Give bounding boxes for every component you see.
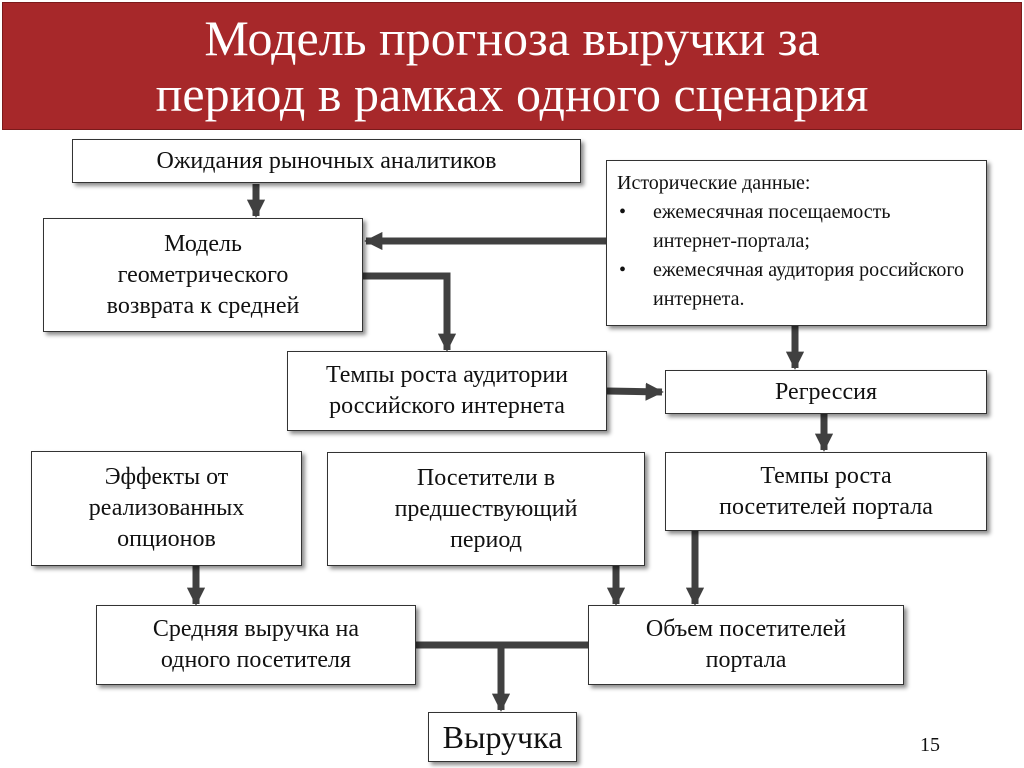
box-line: предшествующий bbox=[394, 495, 578, 522]
title-bar: Модель прогноза выручки за период в рамк… bbox=[2, 2, 1022, 130]
portal-visitor-growth-box: Темпы роста посетителей портала bbox=[665, 452, 987, 531]
historical-heading: Исторические данные: bbox=[617, 172, 811, 194]
box-line: Объем посетителей bbox=[645, 616, 847, 642]
historical-list: ежемесячная посещаемость интернет-портал… bbox=[617, 198, 976, 314]
market-analysts-expectations-box: Ожидания рыночных аналитиков bbox=[72, 139, 581, 183]
portal-visitor-volume-box: Объем посетителей портала bbox=[588, 605, 904, 685]
title-line-1: Модель прогноза выручки за bbox=[204, 10, 820, 66]
box-line: посетителей портала bbox=[719, 493, 933, 520]
box-line: российского интернета bbox=[329, 393, 565, 419]
previous-period-visitors-box: Посетители в предшествующий период bbox=[327, 452, 645, 566]
historical-item: ежемесячная аудитория российского интерн… bbox=[617, 256, 976, 314]
box-line: геометрического bbox=[117, 261, 289, 288]
arrow-model-to-audience-growth bbox=[363, 272, 457, 352]
box-line: Средняя выручка на bbox=[152, 616, 360, 642]
box-line: портала bbox=[705, 647, 787, 673]
box-line: период bbox=[450, 526, 522, 553]
box-line: возврата к средней bbox=[106, 292, 300, 319]
box-line: Модель bbox=[164, 230, 242, 257]
box-label: Регрессия bbox=[775, 378, 877, 405]
realized-options-effects-box: Эффекты от реализованных опционов bbox=[31, 451, 302, 566]
box-line: Посетители в bbox=[416, 464, 556, 491]
revenue-box: Выручка bbox=[428, 712, 577, 762]
box-line: опционов bbox=[117, 526, 216, 552]
average-revenue-per-visitor-box: Средняя выручка на одного посетителя bbox=[96, 605, 416, 685]
title-line-2: период в рамках одного сценария bbox=[155, 66, 869, 122]
box-label: Ожидания рыночных аналитиков bbox=[156, 147, 497, 174]
geometric-mean-reversion-model-box: Модель геометрического возврата к средне… bbox=[43, 218, 363, 332]
regression-box: Регрессия bbox=[665, 370, 987, 414]
audience-growth-rate-box: Темпы роста аудитории российского интерн… bbox=[287, 351, 607, 431]
historical-item: ежемесячная посещаемость интернет-портал… bbox=[617, 198, 976, 256]
box-line: одного посетителя bbox=[160, 647, 352, 673]
box-label: Выручка bbox=[442, 718, 563, 755]
arrow-audience-growth-to-regression bbox=[606, 382, 664, 401]
box-line: Темпы роста bbox=[760, 462, 892, 489]
page-number: 15 bbox=[920, 734, 940, 756]
box-line: Темпы роста аудитории bbox=[325, 362, 569, 388]
box-line: реализованных bbox=[88, 495, 245, 521]
box-line: Эффекты от bbox=[104, 464, 229, 490]
historical-data-box: Исторические данные: ежемесячная посещае… bbox=[606, 160, 987, 326]
